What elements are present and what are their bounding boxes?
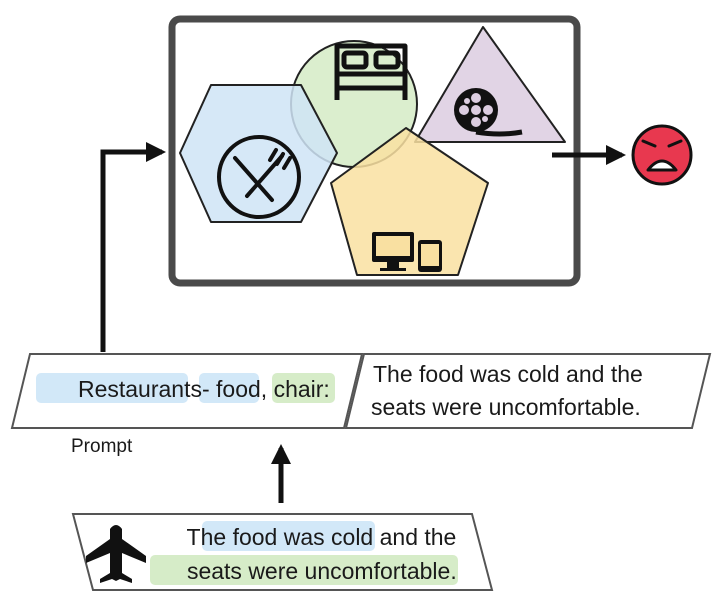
prompt-word-food: food bbox=[216, 376, 261, 402]
highlight-restaurants bbox=[36, 373, 188, 403]
highlight-food-was-cold bbox=[202, 521, 375, 551]
input-seats: seats were uncomfortable bbox=[187, 558, 450, 584]
input-food-was-cold: food was cold bbox=[233, 524, 374, 550]
highlight-chair bbox=[272, 373, 335, 403]
utensils-icon bbox=[217, 135, 301, 219]
prompt-text: Restaurants- food, chair: bbox=[46, 376, 349, 402]
output-line-1: The food was cold and the bbox=[373, 361, 643, 387]
output-box bbox=[344, 353, 712, 429]
prompt-caption: Prompt bbox=[71, 436, 133, 457]
film-reel-icon bbox=[454, 88, 523, 137]
input-and-the: and the bbox=[373, 524, 456, 550]
devices-icon bbox=[372, 232, 442, 272]
upset-face-icon bbox=[631, 124, 693, 186]
input-period: . bbox=[450, 558, 456, 584]
input-line-1: The food was cold and the bbox=[155, 524, 476, 550]
bed-icon bbox=[334, 43, 408, 100]
prompt-to-frame-arrow bbox=[100, 142, 166, 352]
airplane-icon bbox=[86, 525, 146, 583]
prompt-word-chair: chair: bbox=[274, 376, 330, 402]
movies-triangle bbox=[414, 26, 566, 143]
electronics-pentagon bbox=[330, 127, 489, 276]
prompt-sep-1: - bbox=[202, 376, 216, 402]
input-the: The bbox=[187, 524, 233, 550]
highlight-food bbox=[199, 373, 259, 403]
prompt-word-restaurants: Restaurants bbox=[78, 376, 202, 402]
prompt-sep-2: , bbox=[261, 376, 274, 402]
input-line-2: seats were uncomfortable. bbox=[155, 558, 476, 584]
highlight-seats bbox=[150, 555, 458, 585]
output-line-2: seats were uncomfortable. bbox=[371, 394, 641, 420]
